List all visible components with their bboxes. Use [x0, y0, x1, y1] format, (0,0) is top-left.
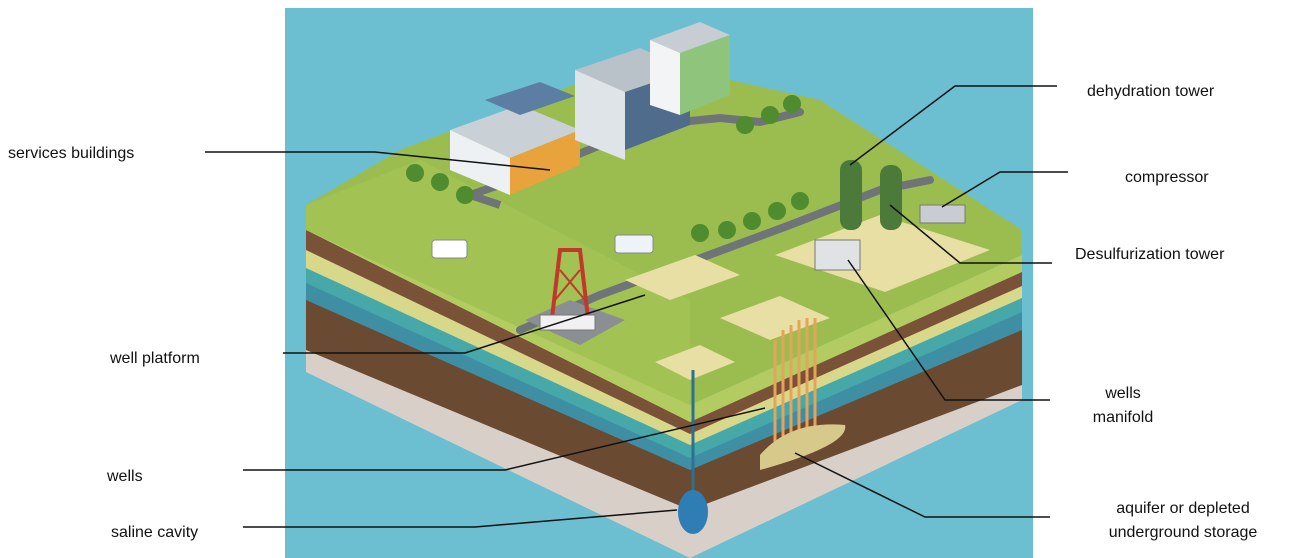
compressor-shape — [919, 204, 966, 224]
leader-wells-manifold — [847, 259, 1050, 401]
leader-desulfurization-tower — [889, 204, 1052, 264]
tree — [743, 212, 761, 230]
leader-aquifer-storage — [794, 452, 1050, 518]
well-platform-label: well platform — [110, 350, 200, 367]
wells-manifold-label: wells manifold — [1092, 385, 1154, 426]
process-towers — [814, 160, 966, 271]
cavity-well-pad — [655, 345, 735, 380]
dehydration-tower-shape — [840, 160, 862, 230]
tree — [431, 173, 449, 191]
tree — [691, 224, 709, 242]
leader-saline-cavity — [243, 509, 678, 528]
dehydration-tower-label: dehydration tower — [1087, 83, 1215, 100]
well-platform-pad — [625, 255, 740, 300]
truck — [614, 234, 654, 254]
tree — [768, 202, 786, 220]
building-side-3 — [575, 70, 625, 160]
building-roof-1 — [450, 105, 580, 158]
tree — [456, 186, 474, 204]
leader-well-platform — [283, 294, 646, 354]
saline-cavity-label: saline cavity — [111, 524, 199, 541]
saline-cavity-shape — [678, 490, 708, 534]
manifold-shape — [814, 239, 861, 271]
road-branch — [468, 191, 502, 209]
drilling-rig — [539, 248, 596, 331]
compressor-label: compressor — [1125, 169, 1209, 186]
rig-brace — [559, 269, 586, 301]
services-buildings-label: services buildings — [8, 145, 135, 162]
rig-base — [539, 314, 596, 331]
soil-cross-section-right — [690, 255, 1022, 558]
topsoil-layer-right — [690, 255, 1022, 422]
aquifer-storage-shape — [760, 424, 846, 470]
leader-dehydration-tower — [849, 85, 1057, 166]
wells-underground — [678, 318, 846, 534]
aquifer-storage-label: aquifer or depleted underground storage — [1108, 500, 1258, 541]
building-front-4 — [680, 35, 730, 115]
facility-pad — [775, 215, 990, 292]
tree — [791, 192, 809, 210]
upper-brown-layer-right — [690, 270, 1022, 434]
desulfurization-tower-shape — [880, 165, 902, 230]
grass-highlight — [306, 160, 690, 405]
tree — [406, 164, 424, 182]
wells-pad — [720, 296, 830, 340]
leader-wells — [243, 407, 766, 471]
building-roof-4 — [650, 22, 730, 53]
tree — [783, 95, 801, 113]
trees — [406, 95, 809, 242]
rig-brace — [554, 269, 581, 301]
tree — [761, 106, 779, 124]
desulfurization-tower-label: Desulfurization tower — [1075, 246, 1225, 263]
tree — [736, 116, 754, 134]
vehicle — [431, 239, 468, 259]
building-roof-2 — [485, 82, 575, 115]
tree — [718, 221, 736, 239]
building-front-1 — [510, 130, 580, 195]
leader-compressor — [941, 171, 1068, 208]
leader-services-buildings — [205, 151, 551, 171]
wells-label: wells — [107, 468, 143, 485]
building-side-4 — [650, 40, 680, 115]
leader-lines — [205, 85, 1068, 528]
